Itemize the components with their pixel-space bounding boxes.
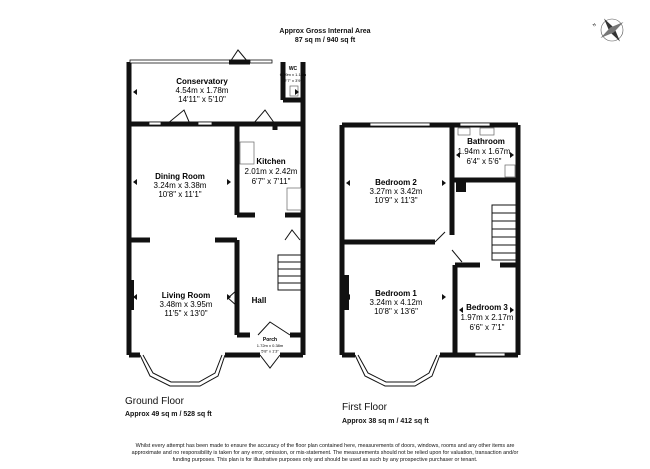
svg-text:10'9" x 11'3": 10'9" x 11'3": [374, 196, 417, 205]
svg-text:10'8" x 11'1": 10'8" x 11'1": [158, 190, 201, 199]
svg-text:Dining Room: Dining Room: [155, 172, 205, 181]
svg-text:Porch: Porch: [263, 337, 277, 343]
hall-stairs: [277, 254, 303, 291]
room-porch: Porch 1.72m x 0.38m 5'8" x 1'3": [257, 337, 284, 354]
svg-text:Hall: Hall: [252, 296, 267, 305]
gross-area-title: Approx Gross Internal Area: [279, 28, 371, 35]
room-bathroom: Bathroom 1.94m x 1.67m 6'4" x 5'6": [458, 137, 511, 166]
ground-floor-area: Approx 49 sq m / 528 sq ft: [125, 411, 212, 418]
room-bedroom-3: Bedroom 3 1.97m x 2.17m 6'6" x 7'1": [461, 303, 514, 332]
svg-text:10'8" x 13'6": 10'8" x 13'6": [374, 307, 418, 316]
disclaimer: Whilst every attempt has been made to en…: [131, 443, 519, 463]
svg-text:0.79m x 1.14m: 0.79m x 1.14m: [280, 72, 307, 77]
gross-area-header: Approx Gross Internal Area 87 sq m / 940…: [0, 27, 650, 45]
svg-text:4.54m x 1.78m: 4.54m x 1.78m: [176, 86, 229, 95]
room-kitchen: Kitchen 2.01m x 2.42m 6'7" x 7'11": [245, 157, 298, 186]
ground-floor-label: Ground Floor: [125, 396, 184, 407]
svg-text:3.27m x 3.42m: 3.27m x 3.42m: [370, 187, 423, 196]
svg-text:3.24m x 3.38m: 3.24m x 3.38m: [154, 181, 207, 190]
first-floor-label: First Floor: [342, 402, 387, 413]
svg-text:2.01m x 2.42m: 2.01m x 2.42m: [245, 167, 298, 176]
room-bedroom-2: Bedroom 2 3.27m x 3.42m 10'9" x 11'3": [370, 178, 423, 205]
landing-stairs: [491, 204, 517, 261]
first-floor-plan: [339, 122, 521, 387]
svg-text:3.48m x 3.95m: 3.48m x 3.95m: [160, 300, 213, 309]
svg-text:Kitchen: Kitchen: [256, 157, 285, 166]
ground-floor-plan: [126, 49, 306, 387]
first-floor-area: Approx 38 sq m / 412 sq ft: [342, 418, 429, 425]
svg-text:Living Room: Living Room: [162, 291, 210, 300]
room-bedroom-1: Bedroom 1 3.24m x 4.12m 10'8" x 13'6": [370, 289, 423, 316]
svg-text:5'8" x 1'3": 5'8" x 1'3": [261, 349, 279, 354]
svg-text:Conservatory: Conservatory: [176, 77, 228, 86]
svg-text:11'5" x 13'0": 11'5" x 13'0": [164, 309, 207, 318]
svg-text:WC: WC: [289, 66, 298, 72]
svg-text:2'7" x 3'9": 2'7" x 3'9": [284, 78, 302, 83]
svg-text:14'11" x 5'10": 14'11" x 5'10": [178, 95, 226, 104]
svg-text:6'4" x 5'6": 6'4" x 5'6": [467, 157, 502, 166]
room-hall: Hall: [252, 296, 267, 305]
room-wc: WC 0.79m x 1.14m 2'7" x 3'9": [280, 66, 307, 83]
svg-text:N: N: [592, 22, 597, 28]
svg-text:3.24m x 4.12m: 3.24m x 4.12m: [370, 298, 423, 307]
svg-text:1.97m x 2.17m: 1.97m x 2.17m: [461, 313, 514, 322]
room-dining: Dining Room 3.24m x 3.38m 10'8" x 11'1": [154, 172, 207, 199]
gross-area-value: 87 sq m / 940 sq ft: [294, 37, 356, 44]
svg-text:1.94m x 1.67m: 1.94m x 1.67m: [458, 147, 511, 156]
svg-text:6'7" x 7'11": 6'7" x 7'11": [252, 177, 291, 186]
compass-rose-icon: N: [592, 18, 624, 42]
svg-text:Bedroom 1: Bedroom 1: [375, 289, 417, 298]
room-conservatory: Conservatory 4.54m x 1.78m 14'11" x 5'10…: [176, 77, 229, 104]
svg-text:Bathroom: Bathroom: [467, 137, 505, 146]
svg-text:6'6" x 7'1": 6'6" x 7'1": [470, 323, 505, 332]
room-living: Living Room 3.48m x 3.95m 11'5" x 13'0": [160, 291, 213, 318]
svg-text:Bedroom 2: Bedroom 2: [375, 178, 417, 187]
svg-text:Bedroom 3: Bedroom 3: [466, 303, 508, 312]
dimension-markers: [133, 89, 514, 313]
svg-text:1.72m x 0.38m: 1.72m x 0.38m: [257, 343, 284, 348]
